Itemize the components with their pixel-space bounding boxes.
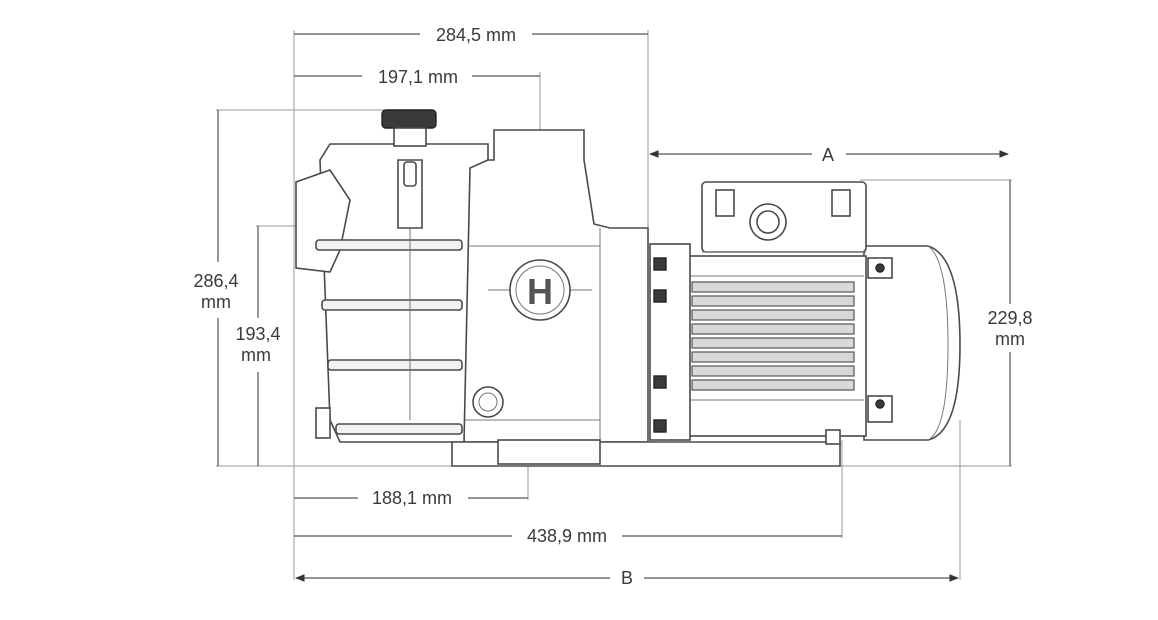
dimension-lines [217, 33, 1011, 582]
pump-illustration: H [295, 109, 961, 467]
pump-base [451, 429, 841, 467]
terminal-box [701, 181, 867, 253]
dim-total-height-value: 286,4 [193, 271, 238, 291]
dim-base-length: 438,9 mm [527, 526, 607, 546]
logo-mark: H [527, 271, 553, 312]
dim-base-to-outlet: 188,1 mm [372, 488, 452, 508]
dim-motor-height-unit: mm [995, 329, 1025, 349]
dim-lid-width: 197,1 mm [378, 67, 458, 87]
dim-inlet-height-value: 193,4 [235, 324, 280, 344]
pump-housing: H [461, 129, 649, 443]
dimension-labels: 284,5 mm 197,1 mm 286,4 mm 193,4 mm 229,… [193, 25, 1032, 588]
dim-overall-top: 284,5 mm [436, 25, 516, 45]
dim-motor-height-value: 229,8 [987, 308, 1032, 328]
dim-inlet-height-unit: mm [241, 345, 271, 365]
dim-total-height-unit: mm [201, 292, 231, 312]
dim-label-b: B [621, 568, 633, 588]
strainer-housing [295, 109, 489, 443]
dim-label-a: A [822, 145, 834, 165]
motor-body [649, 243, 893, 441]
